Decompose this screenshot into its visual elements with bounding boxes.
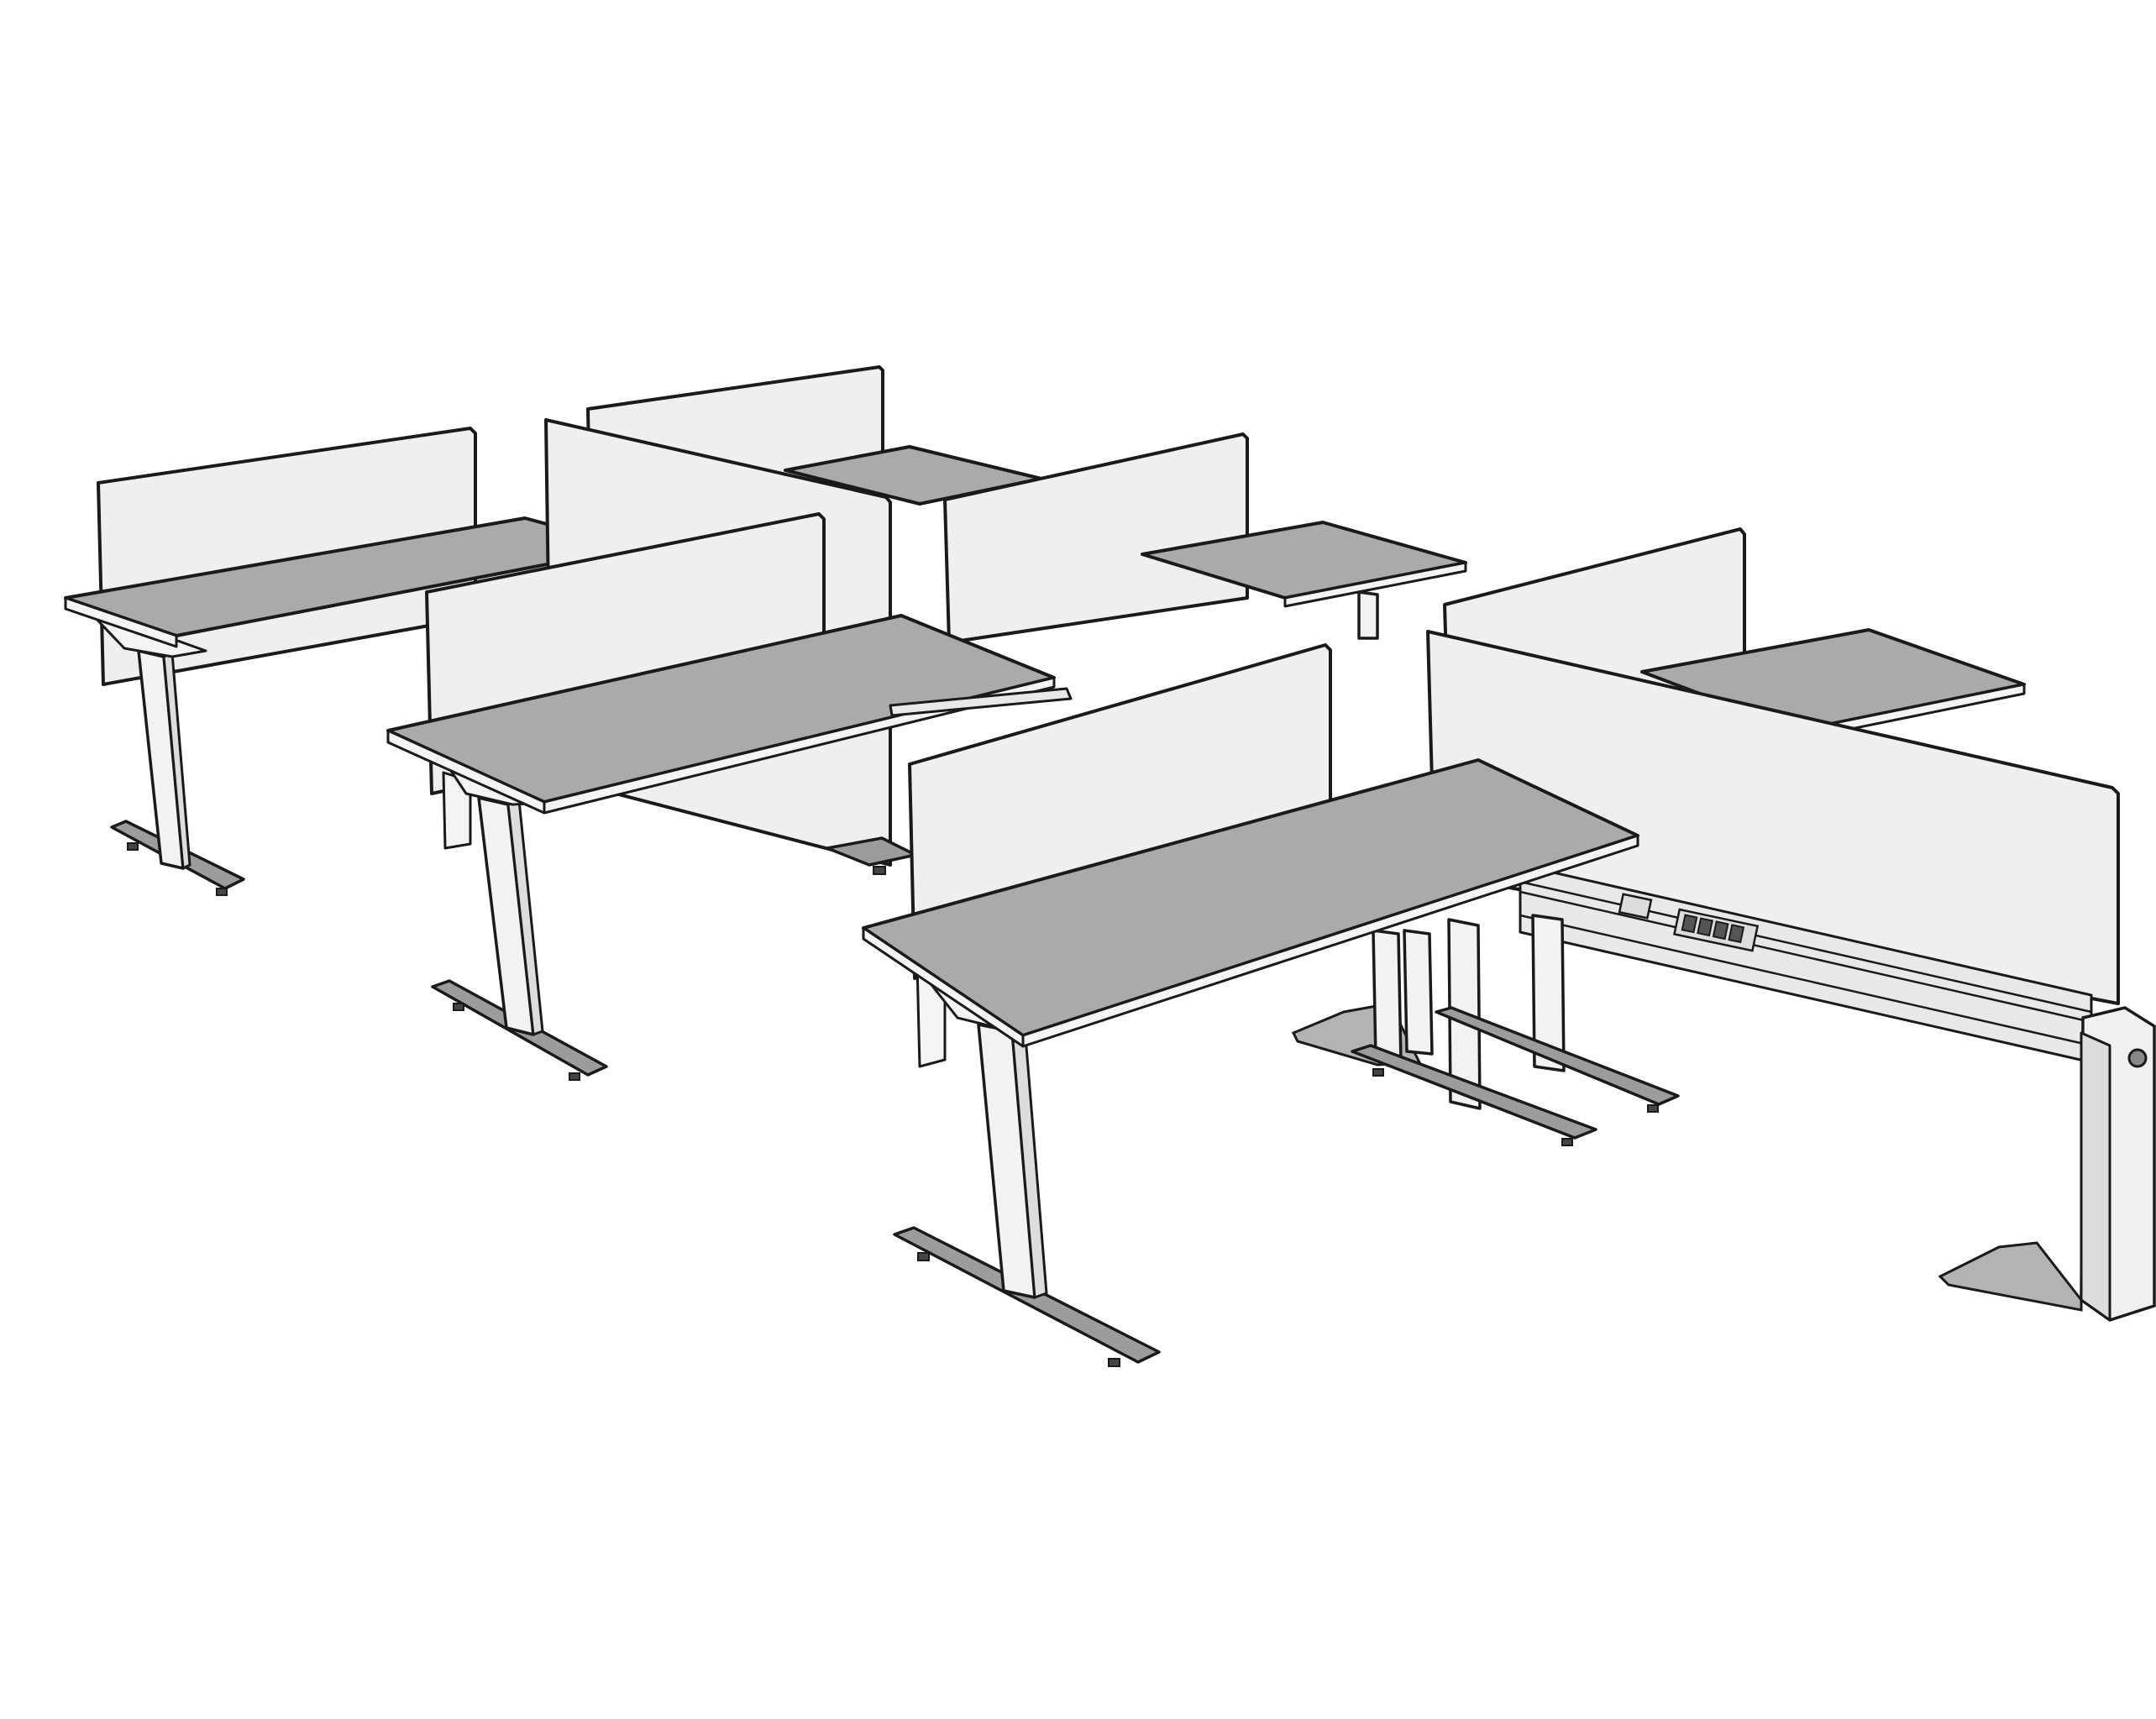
glide <box>917 1252 930 1261</box>
spine-beam-groove <box>1519 890 2092 1024</box>
privacy-screen <box>943 432 1249 644</box>
worksurface-edge <box>64 596 178 648</box>
glide <box>1647 1104 1659 1113</box>
foot <box>1435 1006 1680 1106</box>
power-outlet <box>1618 893 1653 920</box>
glide <box>569 1072 580 1081</box>
desk-back-left <box>64 427 636 896</box>
spine-end-foot <box>1938 1241 2083 1312</box>
foot <box>1351 1044 1597 1140</box>
power-strip <box>1673 908 1760 952</box>
glide <box>216 888 228 896</box>
spine-right <box>1426 630 2156 1322</box>
leg-column <box>1531 914 1566 1072</box>
spine-beam <box>889 687 1073 717</box>
leg-column <box>1372 929 1403 1064</box>
desk-middle-back <box>943 432 1467 644</box>
glide <box>127 842 139 851</box>
spine-beam-groove <box>1519 914 2092 1047</box>
desk-right-legs <box>1351 914 1680 1146</box>
glide <box>1561 1138 1573 1146</box>
worksurface-edge <box>1021 834 1639 1048</box>
cable-grommet <box>2127 1048 2148 1068</box>
glide <box>1108 1358 1120 1367</box>
spine-beam-groove <box>1519 880 2092 1014</box>
glide <box>1372 1068 1384 1077</box>
leg-column <box>1403 929 1434 1056</box>
center-spine-rail <box>826 687 1073 875</box>
spine-end-post-face <box>2080 1031 2111 1322</box>
worksurface-edge <box>1283 561 1467 608</box>
glide <box>873 866 886 875</box>
leg-column <box>1357 590 1379 640</box>
desk-front-center <box>862 643 1639 1367</box>
glide <box>453 1003 464 1011</box>
